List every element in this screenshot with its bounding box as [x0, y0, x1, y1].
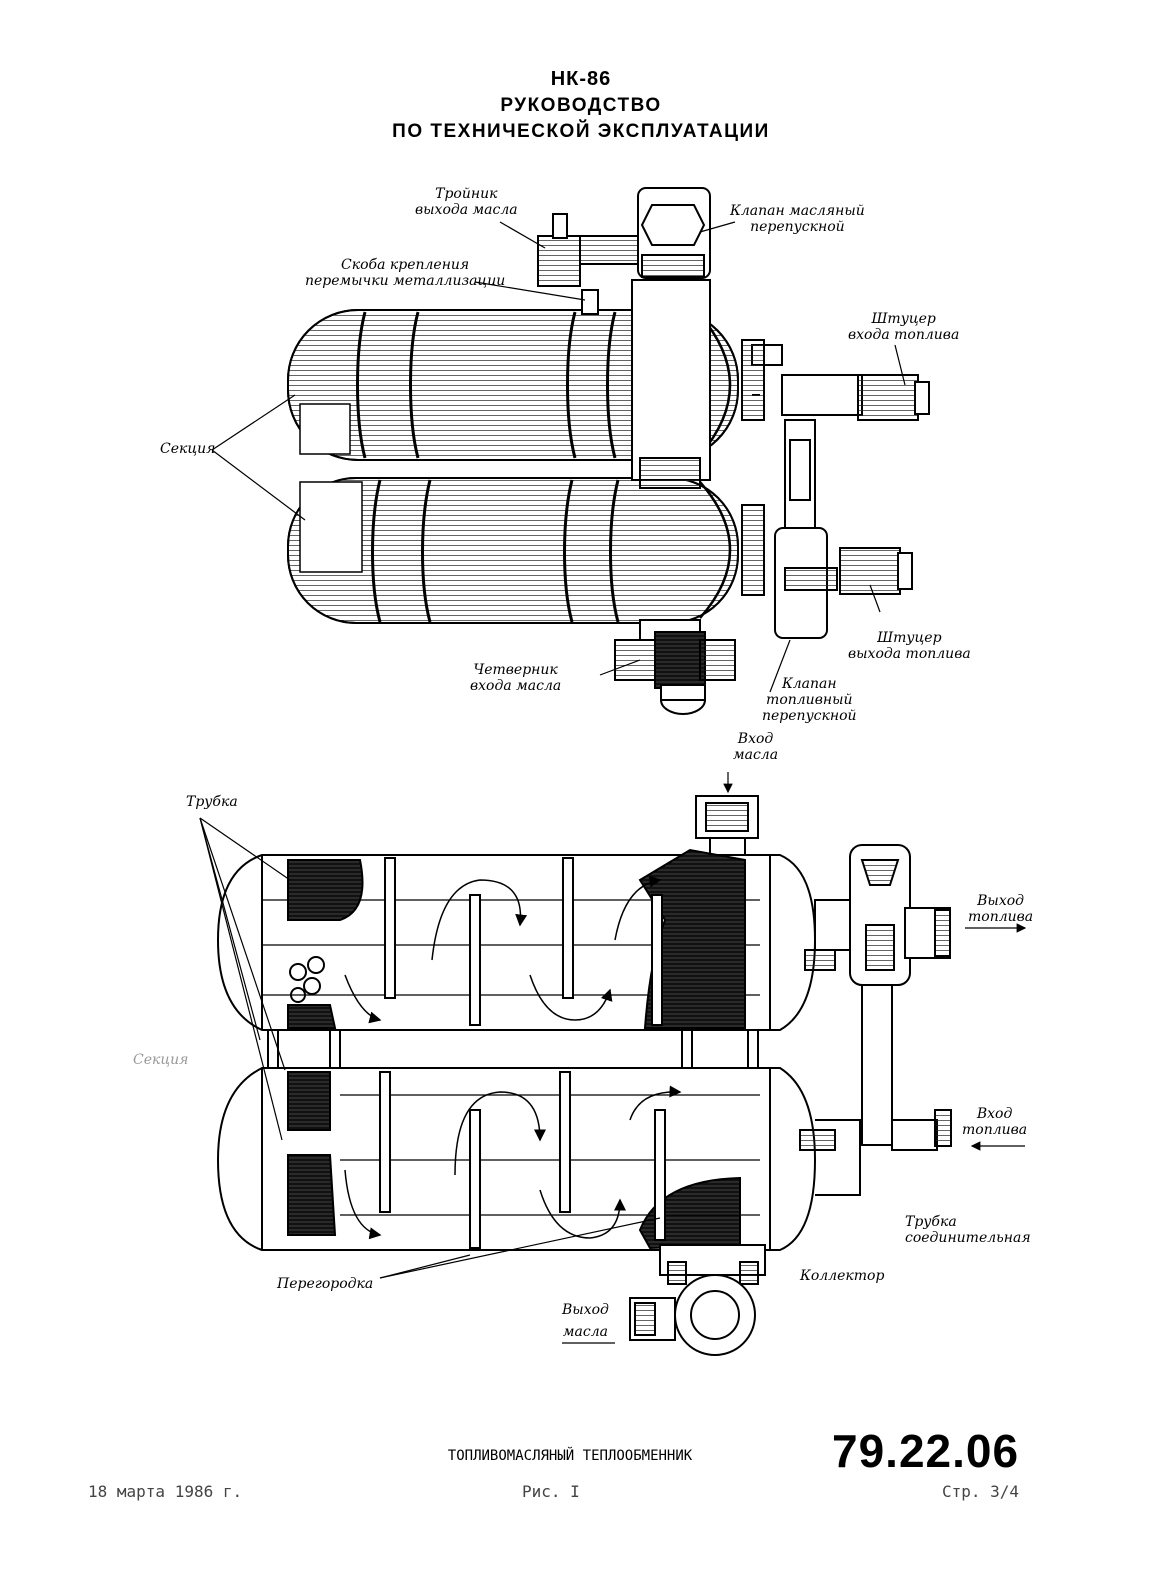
- label-oil-inlet-cross: Четверник входа масла: [470, 662, 562, 694]
- label-fuel-outlet: Выход топлива: [968, 893, 1034, 925]
- engine-title: НК-86: [550, 68, 612, 90]
- figure-title: ТОПЛИВОМАСЛЯНЫЙ ТЕПЛООБМЕННИК: [447, 1448, 693, 1464]
- label-oil-bypass-valve: Клапан масляный перепускной: [730, 203, 865, 235]
- label-oil-outlet-tee: Тройник выхода масла: [415, 186, 518, 218]
- label-fuel-inlet-union: Штуцер входа топлива: [848, 311, 960, 343]
- leader-lines-cutaway: [199, 772, 1027, 1344]
- label-oil-outlet: Выход масла: [562, 1302, 609, 1340]
- label-connecting-tube: Трубка соединительная: [905, 1214, 1031, 1246]
- label-tube: Трубка: [186, 794, 238, 810]
- footer-date: 18 марта 1986 г.: [88, 1482, 243, 1501]
- manual-title-line1: РУКОВОДСТВО: [500, 95, 662, 116]
- label-fuel-outlet-union: Штуцер выхода топлива: [848, 630, 971, 662]
- label-fuel-inlet: Вход топлива: [962, 1106, 1028, 1138]
- footer-figure: Рис. I: [522, 1482, 580, 1501]
- footer-page: Стр. 3/4: [942, 1482, 1020, 1501]
- label-bonding-bracket: Скоба крепления перемычки металлизации: [305, 257, 506, 289]
- label-collector: Коллектор: [800, 1268, 885, 1284]
- label-fuel-bypass-valve: Клапан топливный перепускной: [762, 676, 857, 724]
- label-section-cutaway: Секция: [133, 1052, 189, 1068]
- document-number: 79.22.06: [832, 1425, 1020, 1477]
- manual-title-line2: ПО ТЕХНИЧЕСКОЙ ЭКСПЛУАТАЦИИ: [392, 121, 770, 142]
- label-section-top: Секция: [160, 441, 216, 457]
- exterior-view: [287, 187, 930, 715]
- label-baffle: Перегородка: [277, 1276, 374, 1292]
- leader-lines-top: [211, 221, 906, 693]
- label-oil-inlet: Вход масла: [733, 731, 779, 763]
- cutaway-view: [216, 795, 952, 1356]
